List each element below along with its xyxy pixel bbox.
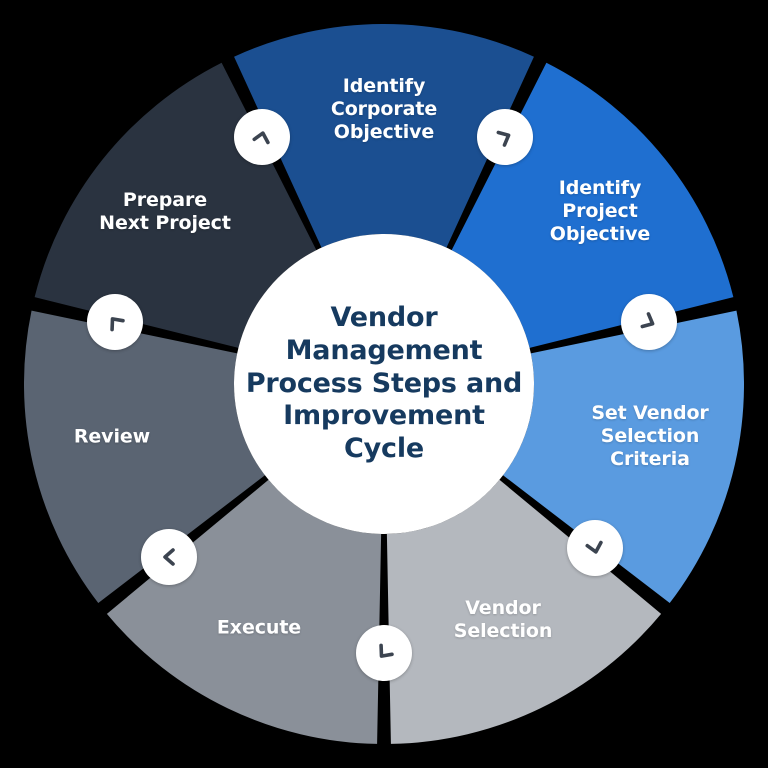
chevron-icon (252, 131, 270, 145)
chevron-icon (163, 548, 175, 566)
wheel-segment-execute[interactable] (106, 479, 382, 744)
chevron-icon (379, 643, 394, 658)
wheel-segment-review[interactable] (24, 310, 265, 604)
center-hub: Vendor Management Process Steps and Impr… (234, 234, 534, 534)
badge-5[interactable] (356, 625, 412, 681)
wheel-segment-set-vendor-selection-criteria[interactable] (503, 310, 744, 604)
chevron-icon (496, 130, 511, 147)
badge-7[interactable] (87, 294, 143, 350)
wheel-segment-vendor-selection[interactable] (386, 479, 662, 744)
badge-4[interactable] (567, 520, 623, 576)
chevron-icon (110, 317, 125, 332)
badge-2[interactable] (477, 109, 533, 165)
chevron-icon (585, 540, 603, 554)
badge-3[interactable] (621, 294, 677, 350)
badge-1[interactable] (234, 109, 290, 165)
diagram-title: Vendor Management Process Steps and Impr… (245, 301, 523, 465)
wheel-segment-identify-corporate-objective[interactable] (234, 24, 534, 248)
badge-6[interactable] (141, 529, 197, 585)
chevron-icon (640, 312, 655, 329)
